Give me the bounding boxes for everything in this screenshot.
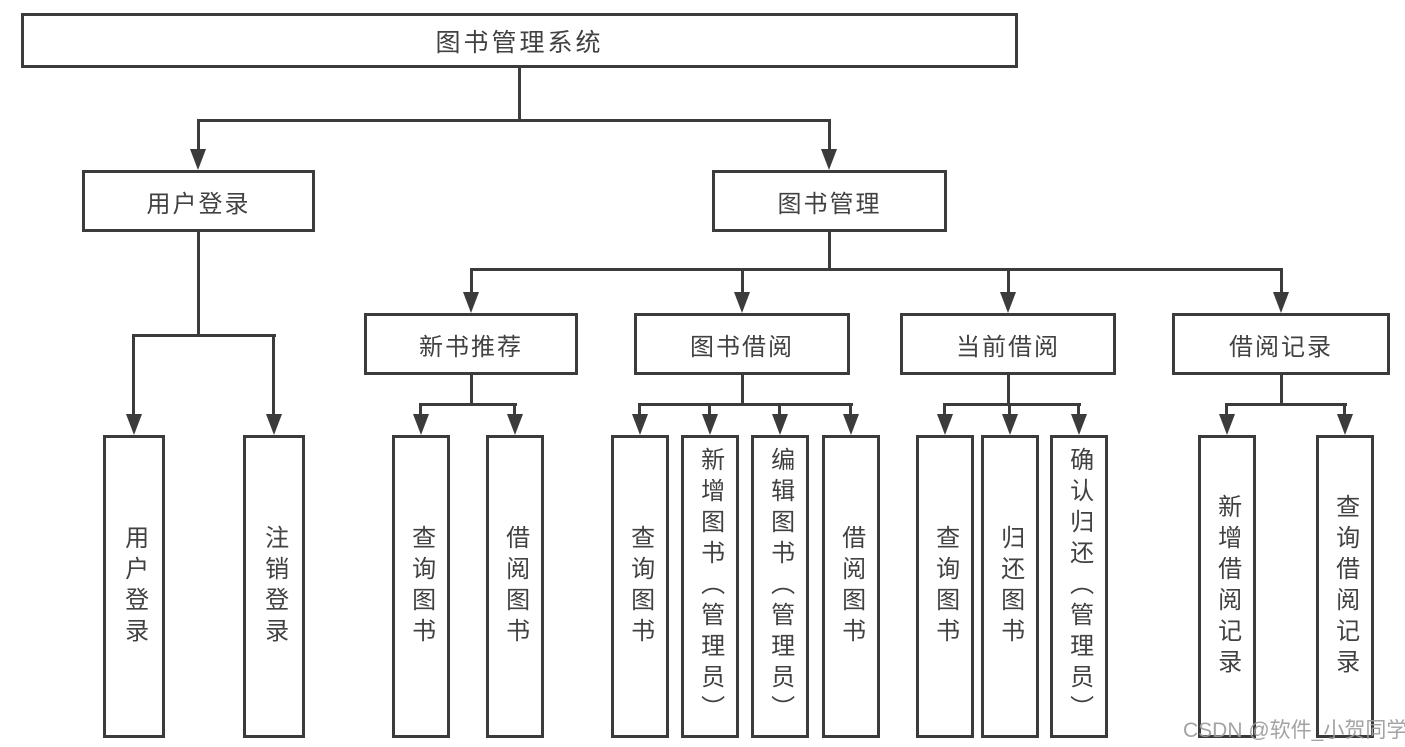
connector-mgmt-leg-1 (470, 268, 473, 292)
connector-current-leg-2 (1008, 403, 1011, 414)
node-new-book-recommend-label: 新书推荐 (419, 333, 523, 361)
arrow-down-icon (772, 414, 788, 435)
connector-borrow-leg-4 (849, 403, 852, 414)
node-book-management-label: 图书管理 (777, 190, 882, 218)
node-user-login-label: 用户登录 (146, 190, 251, 218)
connector-records-leg-1 (1225, 403, 1228, 414)
leaf-borrow-query-book: 查询图书 (611, 435, 669, 738)
leaf-borrow-book-label: 借阅图书 (837, 524, 865, 649)
connector-records-leg-2 (1343, 403, 1346, 414)
connector-root-rail (197, 119, 831, 122)
connector-login-leg-2 (272, 334, 275, 414)
connector-mgmt-leg-4 (1280, 268, 1283, 292)
node-book-borrow-label: 图书借阅 (690, 333, 794, 361)
arrow-down-icon (734, 292, 750, 313)
node-new-book-recommend: 新书推荐 (364, 313, 578, 375)
connector-borrow-rail (639, 403, 853, 406)
arrow-down-icon (126, 414, 142, 435)
connector-mgmt-leg-3 (1007, 268, 1010, 292)
connector-records-stem (1280, 375, 1283, 406)
node-borrow-records-label: 借阅记录 (1229, 333, 1333, 361)
arrow-down-icon (1337, 414, 1353, 435)
connector-mgmt-rail (470, 268, 1283, 271)
connector-root-stem (518, 67, 521, 121)
leaf-user-login: 用户登录 (103, 435, 165, 738)
csdn-watermark: CSDN @软件_小贺同学 (1183, 719, 1405, 742)
arrow-down-icon (190, 149, 206, 170)
leaf-recommend-borrow-book: 借阅图书 (486, 435, 544, 738)
leaf-confirm-return-admin: 确认归还（管理员） (1050, 435, 1108, 738)
arrow-down-icon (937, 414, 953, 435)
arrow-down-icon (1071, 414, 1087, 435)
leaf-user-login-label: 用户登录 (120, 524, 148, 649)
node-current-borrow-label: 当前借阅 (956, 333, 1060, 361)
node-root: 图书管理系统 (21, 13, 1018, 68)
leaf-recommend-query-book: 查询图书 (392, 435, 450, 738)
leaf-logout-label: 注销登录 (260, 524, 288, 649)
leaf-borrow-query-book-label: 查询图书 (626, 524, 654, 649)
arrow-down-icon (821, 149, 837, 170)
connector-login-rail (133, 334, 276, 337)
leaf-logout: 注销登录 (243, 435, 305, 738)
leaf-add-borrow-record: 新增借阅记录 (1198, 435, 1256, 738)
node-borrow-records: 借阅记录 (1172, 313, 1390, 375)
arrow-down-icon (632, 414, 648, 435)
arrow-down-icon (1273, 292, 1289, 313)
connector-borrow-leg-1 (638, 403, 641, 414)
connector-login-stem (197, 232, 200, 337)
leaf-current-query-book: 查询图书 (916, 435, 974, 738)
leaf-recommend-borrow-book-label: 借阅图书 (501, 524, 529, 649)
node-book-borrow: 图书借阅 (634, 313, 850, 375)
leaf-query-borrow-record: 查询借阅记录 (1316, 435, 1374, 738)
leaf-query-borrow-record-label: 查询借阅记录 (1331, 493, 1359, 680)
node-book-management: 图书管理 (712, 170, 947, 232)
connector-recommend-leg-1 (419, 403, 422, 414)
leaf-add-book-admin-label: 新增图书（管理员） (696, 447, 724, 726)
arrow-down-icon (1000, 292, 1016, 313)
connector-borrow-leg-3 (778, 403, 781, 414)
arrow-down-icon (507, 414, 523, 435)
leaf-current-query-book-label: 查询图书 (931, 524, 959, 649)
arrow-down-icon (1002, 414, 1018, 435)
arrow-down-icon (702, 414, 718, 435)
connector-current-leg-3 (1077, 403, 1080, 414)
connector-records-rail (1226, 403, 1347, 406)
leaf-recommend-query-book-label: 查询图书 (407, 524, 435, 649)
leaf-confirm-return-admin-label: 确认归还（管理员） (1065, 447, 1093, 726)
arrow-down-icon (463, 292, 479, 313)
connector-borrow-stem (741, 375, 744, 406)
leaf-return-book: 归还图书 (981, 435, 1039, 738)
arrow-down-icon (1219, 414, 1235, 435)
connector-login-leg-1 (132, 334, 135, 414)
leaf-edit-book-admin-label: 编辑图书（管理员） (766, 447, 794, 726)
arrow-down-icon (266, 414, 282, 435)
leaf-return-book-label: 归还图书 (996, 524, 1024, 649)
leaf-borrow-book: 借阅图书 (822, 435, 880, 738)
node-root-label: 图书管理系统 (435, 28, 604, 57)
connector-recommend-leg-2 (513, 403, 516, 414)
connector-mgmt-leg-2 (741, 268, 744, 292)
connector-current-leg-1 (943, 403, 946, 414)
node-user-login: 用户登录 (82, 170, 315, 232)
connector-current-rail (944, 403, 1081, 406)
node-current-borrow: 当前借阅 (900, 313, 1116, 375)
connector-current-stem (1007, 375, 1010, 406)
connector-mgmt-stem (828, 232, 831, 271)
connector-recommend-rail (420, 403, 517, 406)
connector-root-leg-right (828, 119, 831, 150)
leaf-add-book-admin: 新增图书（管理员） (681, 435, 739, 738)
connector-root-leg-left (197, 119, 200, 150)
arrow-down-icon (843, 414, 859, 435)
leaf-add-borrow-record-label: 新增借阅记录 (1213, 493, 1241, 680)
leaf-edit-book-admin: 编辑图书（管理员） (751, 435, 809, 738)
connector-borrow-leg-2 (708, 403, 711, 414)
connector-recommend-stem (470, 375, 473, 406)
arrow-down-icon (413, 414, 429, 435)
